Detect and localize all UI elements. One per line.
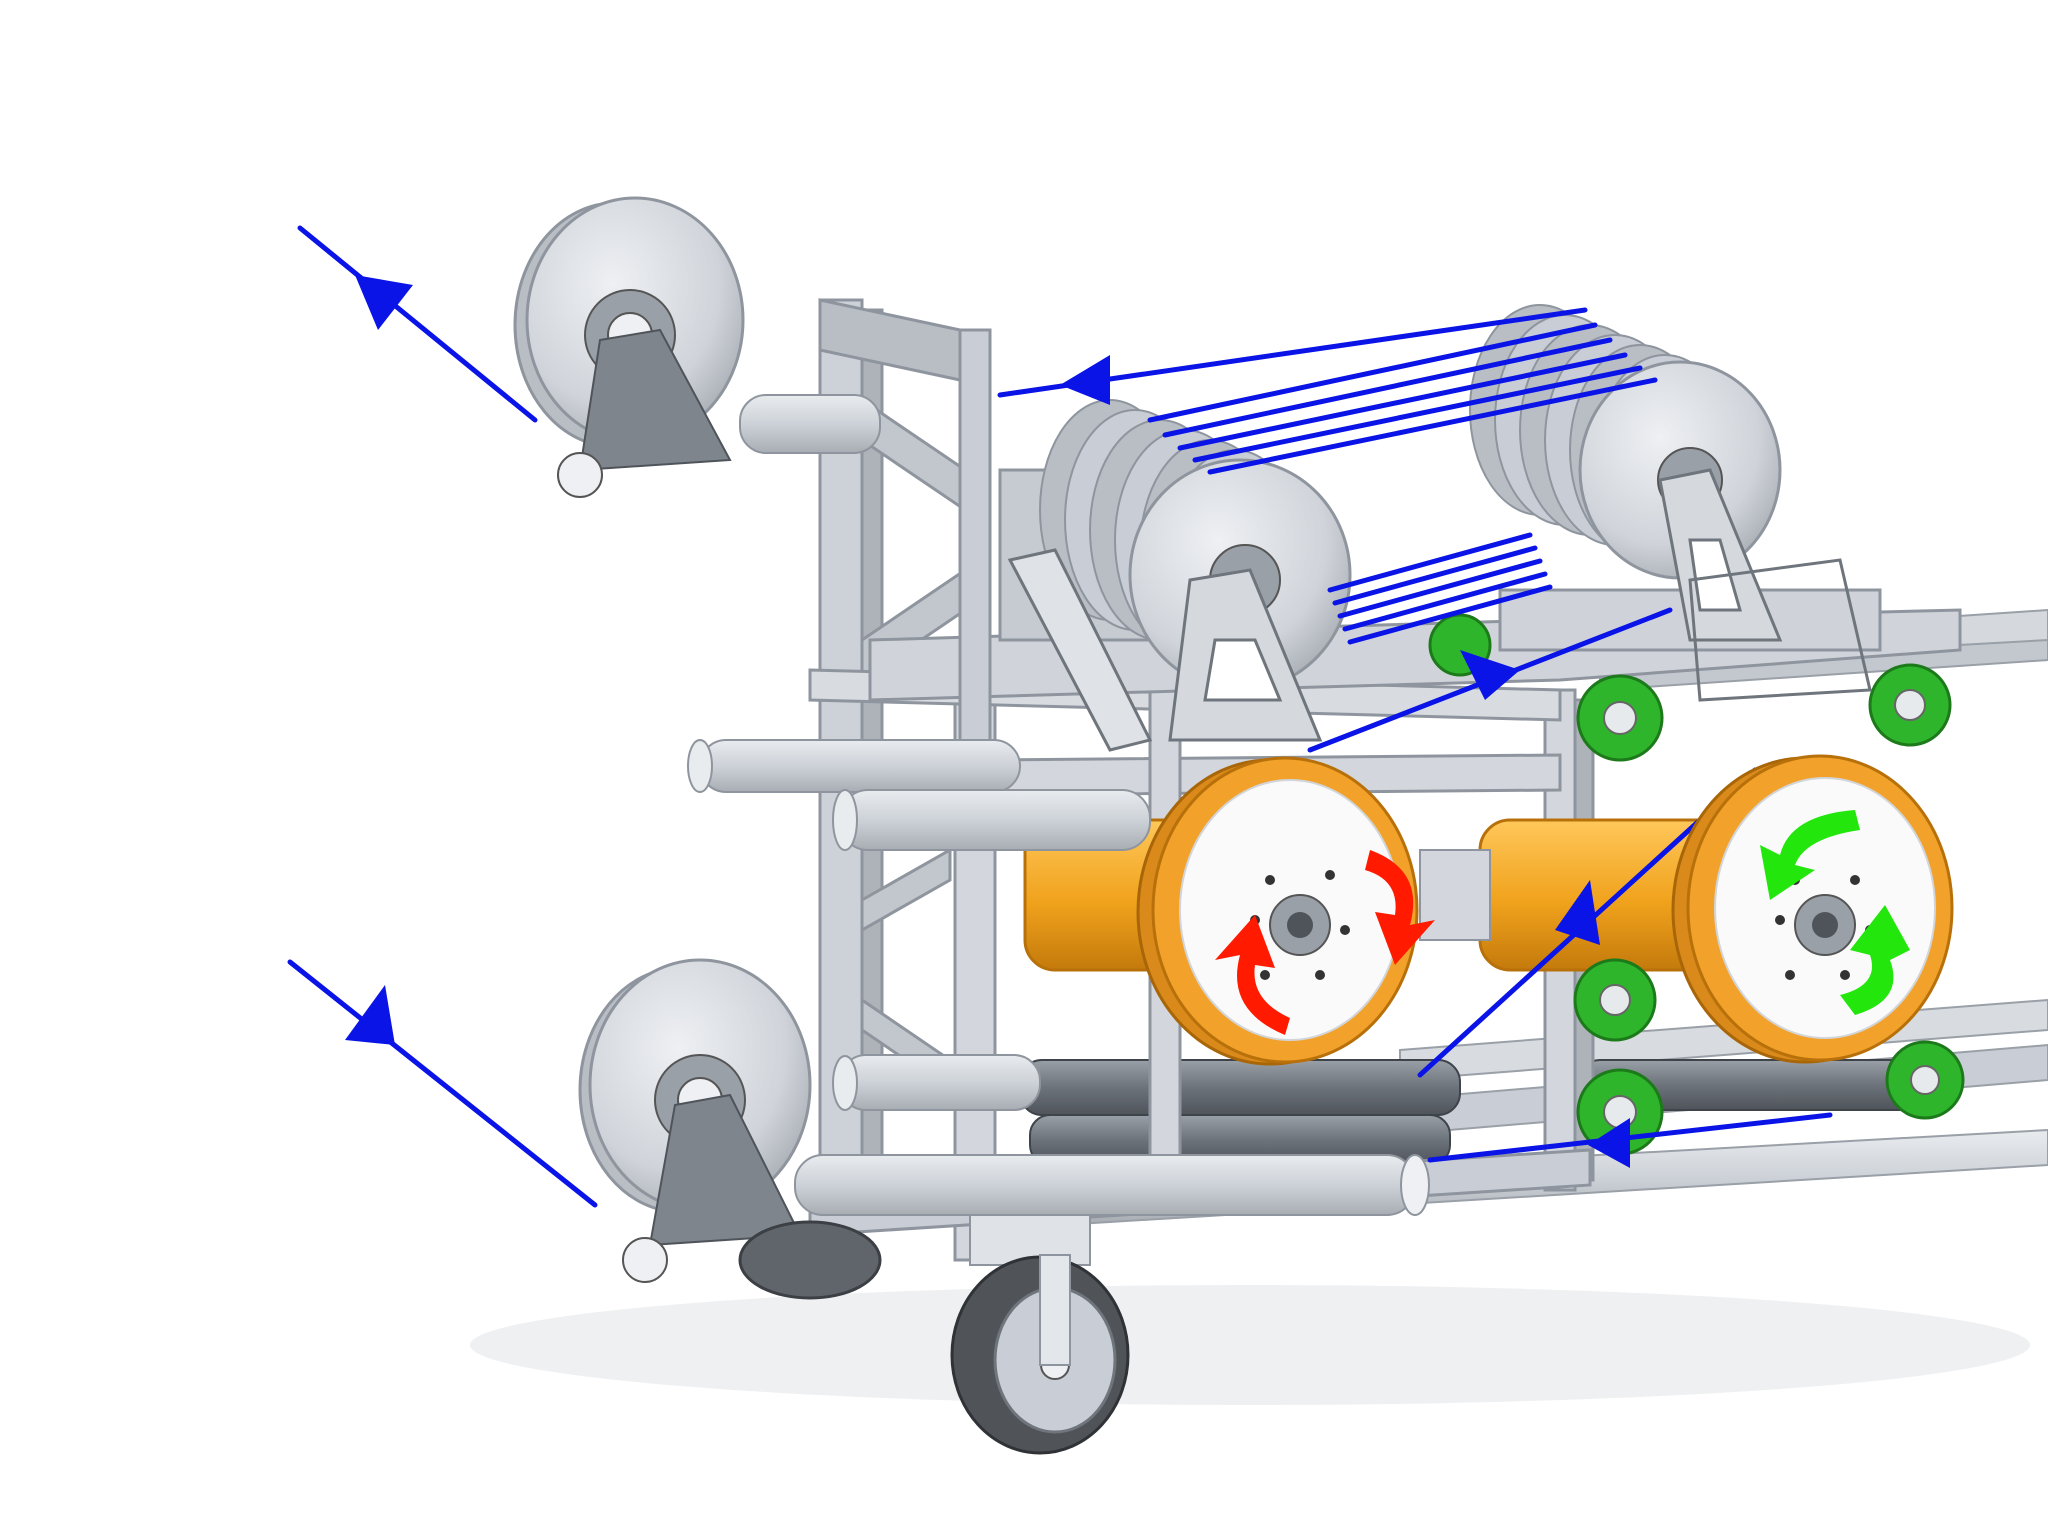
guide-rollers: [1428, 613, 1965, 1156]
rotation-clockwise-icon: [1215, 850, 1435, 1035]
rope-segment: [287, 959, 598, 1208]
rope-segment: [1337, 558, 1543, 619]
direction-arrow-icon: [1060, 355, 1110, 405]
drive-wheel-right: [1671, 754, 1954, 1064]
guide-roller: [1576, 674, 1664, 762]
rope-segment: [1207, 377, 1658, 475]
direction-arrow-icon: [1460, 650, 1520, 700]
rope-segment: [1177, 352, 1628, 451]
direction-arrow-icon: [1588, 1118, 1630, 1168]
upper-deflection-sheave: [513, 196, 745, 498]
ground-shadow: [470, 1285, 2030, 1405]
rope-segment: [1347, 584, 1553, 645]
direction-arrow-icon: [355, 275, 413, 330]
guide-roller: [1885, 1040, 1965, 1120]
rope-segment: [1342, 571, 1548, 632]
rope-segment: [1327, 532, 1533, 593]
caster-wheel: [950, 1214, 1130, 1455]
direction-arrow-icon: [1555, 880, 1600, 945]
frame-tubes: [687, 394, 1430, 1216]
rope-segment: [1192, 365, 1643, 463]
rope-segment: [297, 225, 538, 423]
drive-wheel-left: [1136, 756, 1419, 1066]
rope-segment: [1162, 337, 1613, 438]
guide-roller: [1573, 958, 1657, 1042]
rotation-counterclockwise-icon: [1760, 810, 1910, 1015]
rope-segment: [1147, 322, 1598, 423]
lower-deflection-sheave: [578, 958, 812, 1283]
rope-segment: [1332, 545, 1538, 606]
direction-arrow-icon: [345, 985, 395, 1045]
rope-direction-arrows: [345, 275, 1630, 1168]
lower-rollers: [1019, 1059, 1961, 1166]
a-frame-brackets: [1007, 468, 1872, 752]
guide-roller: [1868, 663, 1952, 747]
rear-wheel: [738, 1220, 882, 1300]
